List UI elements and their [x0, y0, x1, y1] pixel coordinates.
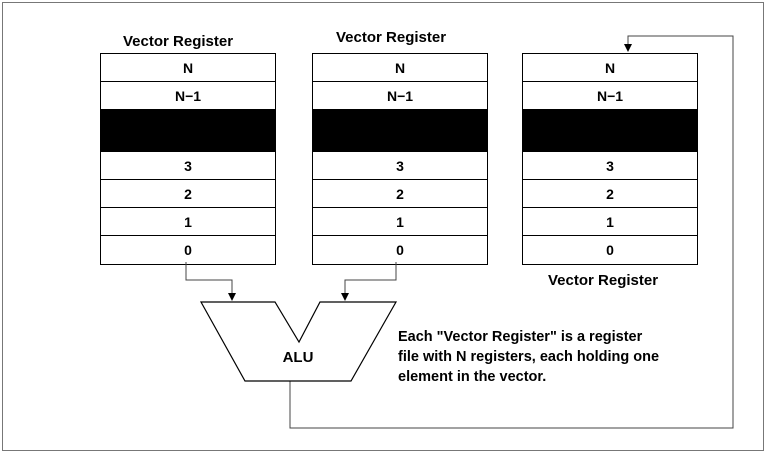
register-2-cell-n-minus-1: N−1 — [313, 82, 487, 110]
register-3-cell-1: 1 — [523, 208, 697, 236]
register-1-cell-2: 2 — [101, 180, 275, 208]
register-3-cell-2: 2 — [523, 180, 697, 208]
register-1-cell-0: 0 — [184, 242, 192, 258]
wire-register-2-to-alu — [341, 262, 397, 301]
register-1-elided-cells — [101, 110, 275, 152]
explanation-note: Each "Vector Register" is a register fil… — [398, 327, 738, 387]
register-3-title: Vector Register — [548, 272, 659, 289]
register-2-title: Vector Register — [336, 29, 447, 46]
vector-register-1: N N−1 3 2 1 0 — [100, 53, 276, 265]
register-1-cell-1: 1 — [101, 208, 275, 236]
register-2-cell-n: N — [313, 54, 487, 82]
wire-register-1-to-alu — [185, 262, 236, 301]
register-2-cell-3: 3 — [313, 152, 487, 180]
alu-shape — [199, 301, 398, 382]
diagram-frame — [2, 2, 764, 451]
register-2-cell-2: 2 — [313, 180, 487, 208]
register-1-cell-n-minus-1: N−1 — [101, 82, 275, 110]
note-line-2: file with N registers, each holding one — [398, 349, 660, 365]
note-line-1: Each "Vector Register" is a register — [398, 329, 643, 345]
vector-register-3: N N−1 3 2 1 0 — [522, 53, 698, 265]
register-3-elided-cells — [523, 110, 697, 152]
register-2-cell-0: 0 — [396, 242, 404, 258]
register-1-title: Vector Register — [123, 33, 234, 50]
alu-label: ALU — [282, 349, 314, 366]
register-1-cell-n: N — [101, 54, 275, 82]
wire-alu-to-register-3 — [289, 35, 734, 429]
register-2-elided-cells — [313, 110, 487, 152]
register-3-cell-n-minus-1: N−1 — [523, 82, 697, 110]
register-3-cell-n: N — [523, 54, 697, 82]
register-3-cell-3: 3 — [523, 152, 697, 180]
register-2-cell-1: 1 — [313, 208, 487, 236]
register-3-cell-0: 0 — [606, 242, 614, 258]
note-line-3: element in the vector. — [398, 369, 547, 385]
vector-register-2: N N−1 3 2 1 0 — [312, 53, 488, 265]
register-1-cell-3: 3 — [101, 152, 275, 180]
